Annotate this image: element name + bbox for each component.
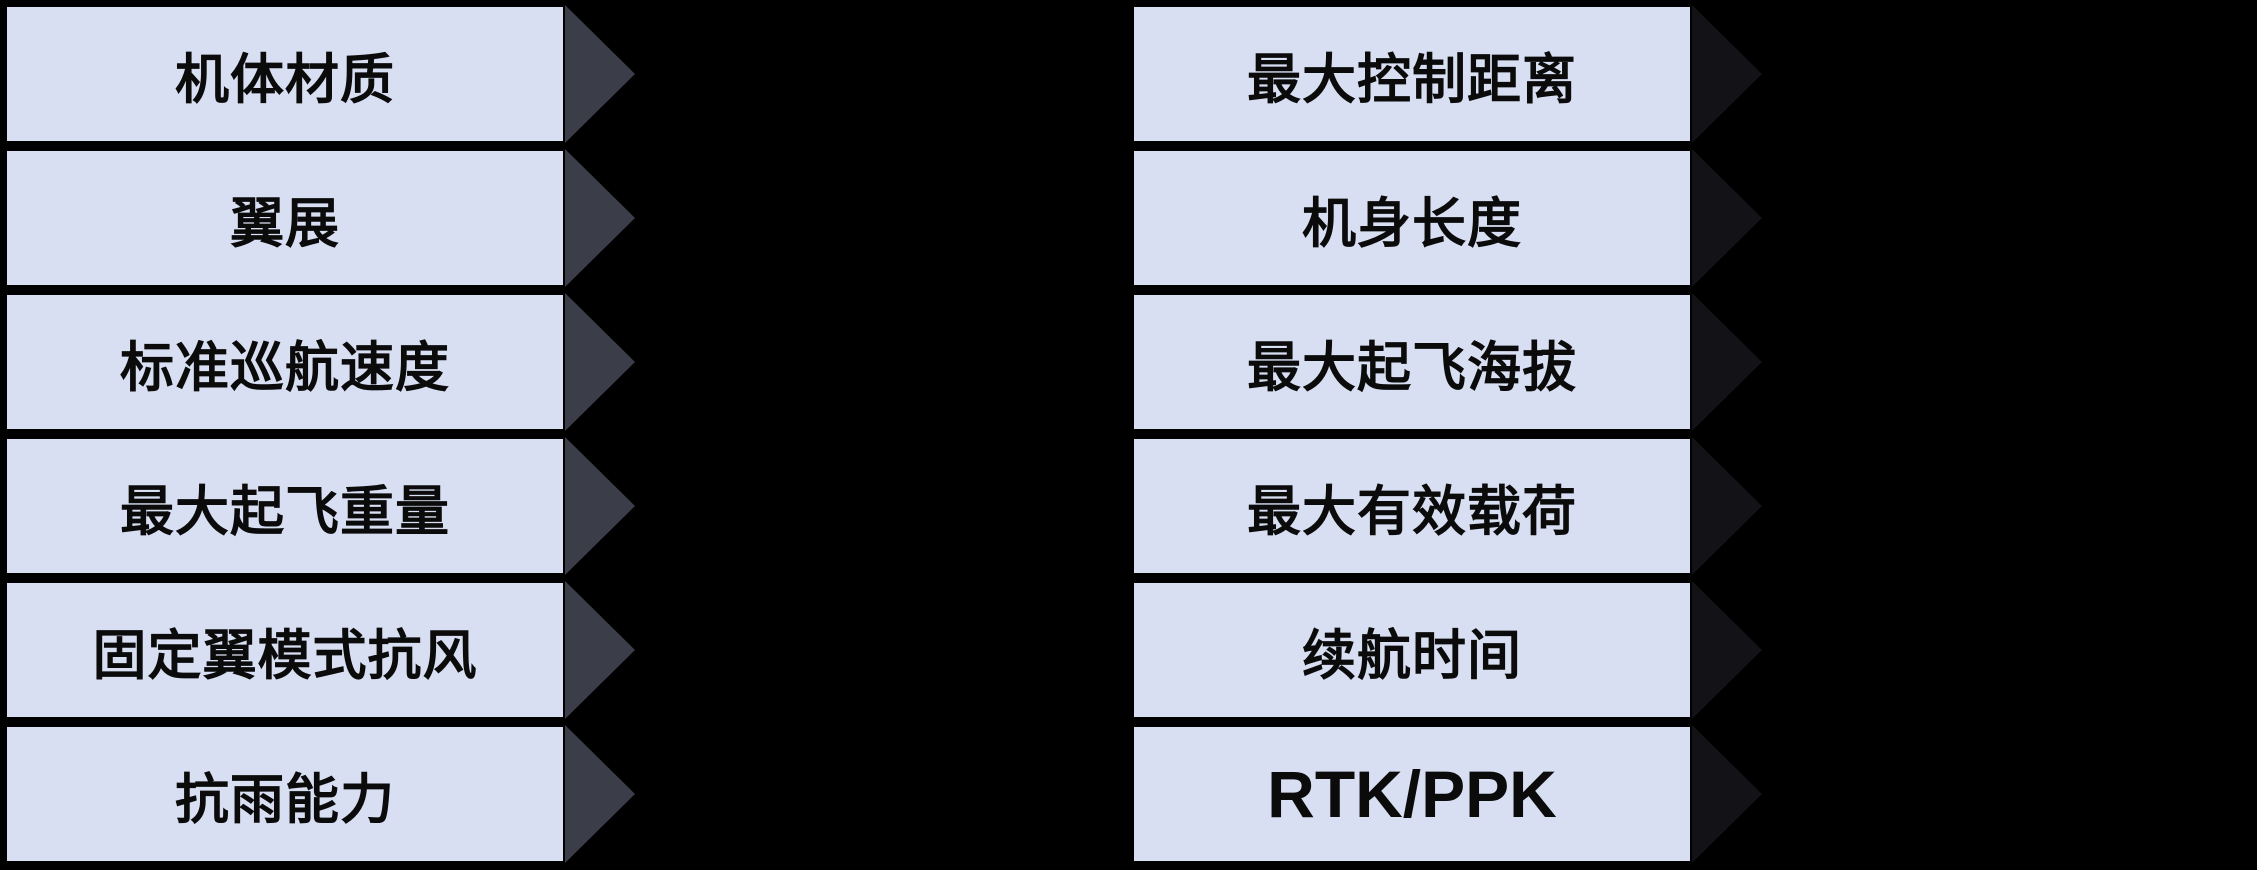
arrow-right-icon xyxy=(565,437,635,575)
spec-row: RTK/PPK xyxy=(1132,725,1762,863)
arrow-right-icon xyxy=(1692,581,1762,719)
spec-row: 标准巡航速度 xyxy=(5,293,635,431)
spec-label: 最大起飞重量 xyxy=(120,481,450,542)
spec-label: 机身长度 xyxy=(1302,193,1522,254)
spec-label-box: 最大起飞海拔 xyxy=(1132,293,1692,431)
spec-label: 翼展 xyxy=(230,193,340,254)
spec-row: 固定翼模式抗风 xyxy=(5,581,635,719)
spec-label: 最大有效载荷 xyxy=(1247,481,1577,542)
spec-label-box: 机身长度 xyxy=(1132,149,1692,287)
spec-label: RTK/PPK xyxy=(1267,757,1557,831)
spec-row: 最大有效载荷 xyxy=(1132,437,1762,575)
arrow-right-icon xyxy=(1692,149,1762,287)
spec-label-box: 固定翼模式抗风 xyxy=(5,581,565,719)
spec-label-box: 最大有效载荷 xyxy=(1132,437,1692,575)
spec-label: 机体材质 xyxy=(175,49,395,110)
spec-row: 续航时间 xyxy=(1132,581,1762,719)
spec-row: 机体材质 xyxy=(5,5,635,143)
spec-label: 续航时间 xyxy=(1302,625,1522,686)
spec-label-box: 续航时间 xyxy=(1132,581,1692,719)
spec-row: 翼展 xyxy=(5,149,635,287)
spec-label-box: RTK/PPK xyxy=(1132,725,1692,863)
spec-row: 最大起飞重量 xyxy=(5,437,635,575)
arrow-right-icon xyxy=(1692,5,1762,143)
arrow-right-icon xyxy=(565,5,635,143)
arrow-right-icon xyxy=(1692,725,1762,863)
spec-label-box: 最大控制距离 xyxy=(1132,5,1692,143)
spec-label-box: 抗雨能力 xyxy=(5,725,565,863)
spec-row: 机身长度 xyxy=(1132,149,1762,287)
spec-row: 抗雨能力 xyxy=(5,725,635,863)
spec-label: 标准巡航速度 xyxy=(120,337,450,398)
spec-column-left: 机体材质 翼展 标准巡航速度 最大起飞重量 固定翼模式抗风 抗雨能力 xyxy=(5,5,635,863)
spec-row: 最大起飞海拔 xyxy=(1132,293,1762,431)
arrow-right-icon xyxy=(1692,437,1762,575)
spec-column-right: 最大控制距离 机身长度 最大起飞海拔 最大有效载荷 续航时间 RTK/PPK xyxy=(1132,5,1762,863)
arrow-right-icon xyxy=(565,293,635,431)
spec-label-box: 标准巡航速度 xyxy=(5,293,565,431)
spec-label: 抗雨能力 xyxy=(175,769,395,830)
arrow-right-icon xyxy=(565,581,635,719)
spec-label-box: 机体材质 xyxy=(5,5,565,143)
arrow-right-icon xyxy=(1692,293,1762,431)
spec-label: 最大起飞海拔 xyxy=(1247,337,1577,398)
arrow-right-icon xyxy=(565,149,635,287)
spec-label: 固定翼模式抗风 xyxy=(92,625,478,686)
arrow-right-icon xyxy=(565,725,635,863)
spec-label-box: 翼展 xyxy=(5,149,565,287)
spec-label: 最大控制距离 xyxy=(1247,49,1577,110)
spec-label-box: 最大起飞重量 xyxy=(5,437,565,575)
spec-row: 最大控制距离 xyxy=(1132,5,1762,143)
